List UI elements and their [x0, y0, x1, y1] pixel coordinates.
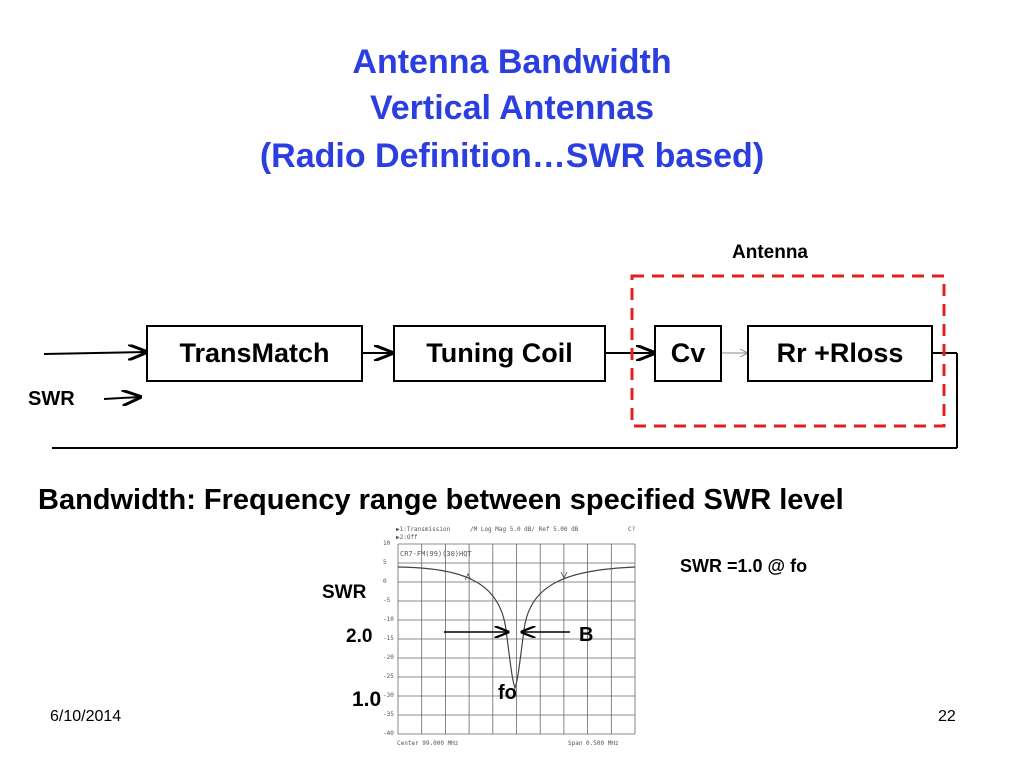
y-tick-label: -25 [383, 673, 394, 680]
slide-date: 6/10/2014 [50, 708, 122, 725]
input-arrow [43, 352, 146, 354]
y-tick-label: -30 [383, 692, 394, 699]
block-tuning-coil: Tuning Coil [393, 325, 606, 382]
y-tick-label: -20 [383, 654, 394, 661]
slide-title-line-3: (Radio Definition…SWR based) [259, 137, 765, 175]
antenna-label: Antenna [732, 242, 808, 263]
y-tick-label: 0 [383, 578, 387, 585]
block-transmatch: TransMatch [146, 325, 363, 382]
analyzer-header-line2: ▶2:Off [396, 534, 418, 541]
block-cv: Cv [654, 325, 722, 382]
center-frequency-label: fo [498, 682, 517, 704]
swr-arrow [103, 397, 140, 399]
bandwidth-definition: Bandwidth: Frequency range between speci… [38, 484, 844, 516]
slide-number: 22 [938, 708, 956, 725]
analyzer-header-left: ▶1:Transmission [396, 526, 451, 533]
bandwidth-marker-b: B [579, 624, 594, 646]
swr-note: SWR =1.0 @ fo [680, 556, 808, 576]
swr-axis-label: SWR [322, 582, 367, 603]
y-tick-label: -15 [383, 635, 394, 642]
analyzer-trace-tag: CR7-FM(99)(30)HQT [400, 550, 472, 558]
y-tick-label: -10 [383, 616, 394, 623]
y-tick-label: -5 [383, 597, 391, 604]
y-tick-label: -40 [383, 730, 394, 737]
slide-title-line-2: Vertical Antennas [369, 89, 655, 127]
swr-response-trace [397, 566, 636, 690]
swr-input-label: SWR [28, 388, 75, 410]
swr-level-1: 1.0 [352, 688, 382, 711]
antenna-boundary [630, 274, 946, 428]
y-tick-label: 10 [383, 540, 391, 547]
block-rr-rloss: Rr +Rloss [747, 325, 933, 382]
analyzer-plot [380, 520, 646, 755]
analyzer-footer-right: Span 0.500 MHz [568, 740, 619, 747]
marker-left [464, 573, 472, 581]
analyzer-header-mid: /M Log Mag 5.0 dB/ Ref 5.00 dB [470, 526, 579, 533]
marker-right [560, 571, 568, 579]
analyzer-header-right: C? [628, 526, 636, 533]
y-tick-label: 5 [383, 559, 387, 566]
slide-title-line-1: Antenna Bandwidth [352, 43, 672, 81]
swr-level-2: 2.0 [346, 626, 373, 647]
y-tick-label: -35 [383, 711, 394, 718]
analyzer-footer-left: Center 99.000 MHz [397, 740, 459, 747]
